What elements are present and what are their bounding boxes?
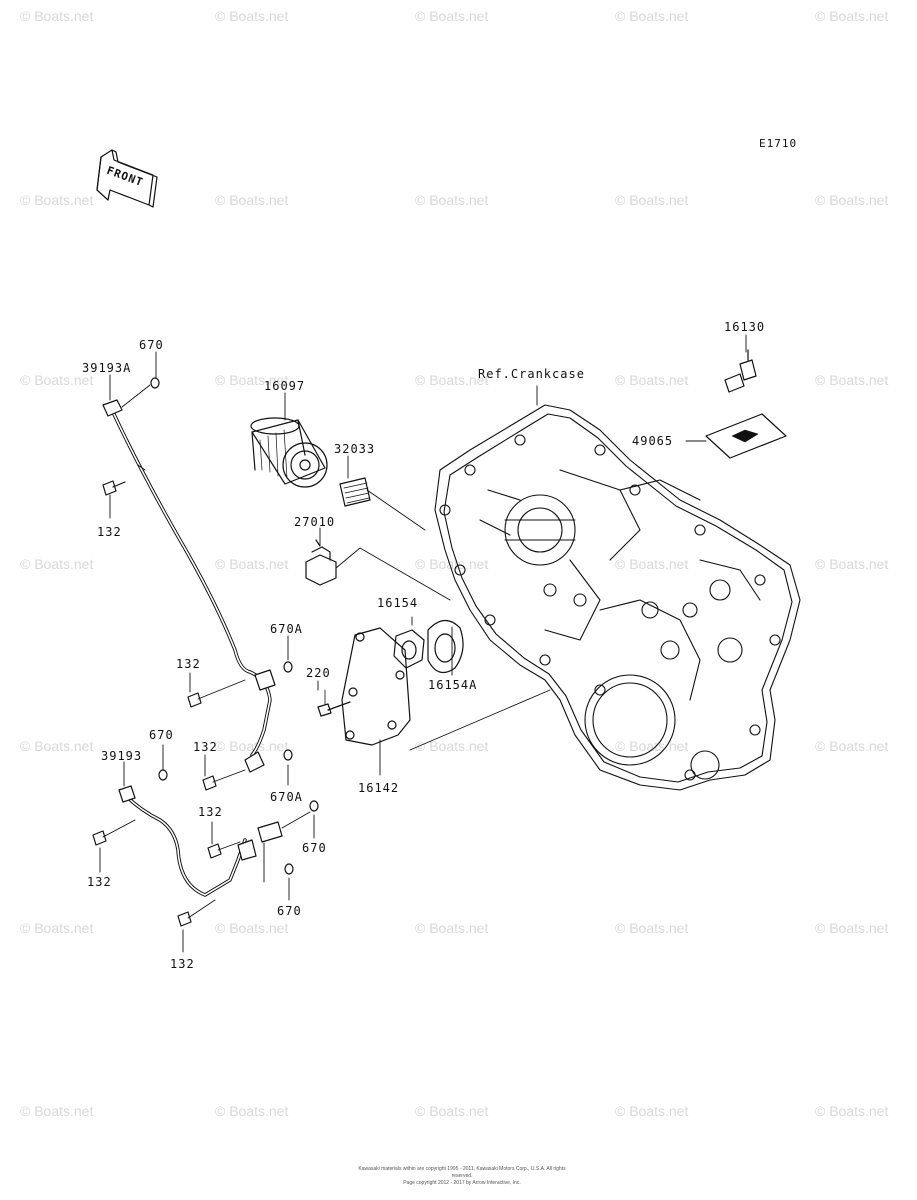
copyright-line: Kawasaki materials within are copyright … xyxy=(358,1166,566,1179)
part-label-16142[interactable]: 16142 xyxy=(358,781,400,795)
watermark: © Boats.net xyxy=(215,372,289,388)
part-label-670[interactable]: 670 xyxy=(277,904,302,918)
part-label-132[interactable]: 132 xyxy=(97,525,122,539)
diagram-code: E1710 xyxy=(759,137,798,150)
watermark: © Boats.net xyxy=(415,1103,489,1119)
watermark: © Boats.net xyxy=(615,192,689,208)
watermark: © Boats.net xyxy=(815,738,889,754)
part-label-670[interactable]: 670 xyxy=(139,338,164,352)
watermark: © Boats.net xyxy=(20,8,94,24)
crankcase-drawing xyxy=(434,404,801,791)
leader-lines xyxy=(99,334,747,953)
watermark: © Boats.net xyxy=(20,372,94,388)
watermark: © Boats.net xyxy=(815,920,889,936)
watermark: © Boats.net xyxy=(20,738,94,754)
part-label-16154a[interactable]: 16154A xyxy=(428,678,478,692)
watermark: © Boats.net xyxy=(20,556,94,572)
watermark: © Boats.net xyxy=(615,556,689,572)
relief-valve-drawing xyxy=(339,477,426,531)
watermark: © Boats.net xyxy=(815,372,889,388)
watermark: © Boats.net xyxy=(20,192,94,208)
part-label-132[interactable]: 132 xyxy=(170,957,195,971)
part-label-39193[interactable]: 39193 xyxy=(101,749,143,763)
part-label-132[interactable]: 132 xyxy=(193,740,218,754)
watermark: © Boats.net xyxy=(815,1103,889,1119)
part-label-132[interactable]: 132 xyxy=(176,657,201,671)
watermark: © Boats.net xyxy=(215,556,289,572)
part-label-220[interactable]: 220 xyxy=(306,666,331,680)
part-label-49065[interactable]: 49065 xyxy=(632,434,674,448)
watermark: © Boats.net xyxy=(215,920,289,936)
watermark: © Boats.net xyxy=(815,8,889,24)
part-label-670a[interactable]: 670A xyxy=(270,622,303,636)
watermark: © Boats.net xyxy=(20,920,94,936)
watermark: © Boats.net xyxy=(615,8,689,24)
ref-crankcase-label: Ref.Crankcase xyxy=(478,367,585,381)
part-label-39193a[interactable]: 39193A xyxy=(82,361,132,375)
watermark: © Boats.net xyxy=(215,192,289,208)
watermark: © Boats.net xyxy=(415,920,489,936)
part-label-670[interactable]: 670 xyxy=(149,728,174,742)
bolt-220-drawing xyxy=(317,689,351,717)
watermark: © Boats.net xyxy=(415,192,489,208)
part-label-670[interactable]: 670 xyxy=(302,841,327,855)
sensor-16130-drawing xyxy=(724,349,757,393)
watermark: © Boats.net xyxy=(815,192,889,208)
bolt-132-drawings xyxy=(92,480,246,927)
copyright-line: Page copyright 2012 - 2017 by Arrow Inte… xyxy=(403,1180,521,1186)
label-plate-drawing xyxy=(685,413,787,459)
watermark: © Boats.net xyxy=(415,372,489,388)
watermark: © Boats.net xyxy=(615,738,689,754)
part-label-16130[interactable]: 16130 xyxy=(724,320,766,334)
oil-pressure-switch-drawing xyxy=(305,539,451,601)
part-label-27010[interactable]: 27010 xyxy=(294,515,336,529)
watermark: © Boats.net xyxy=(215,1103,289,1119)
part-label-670a[interactable]: 670A xyxy=(270,790,303,804)
watermark: © Boats.net xyxy=(415,556,489,572)
oil-pump-cover-drawing xyxy=(341,627,551,776)
part-label-16154[interactable]: 16154 xyxy=(377,596,419,610)
watermark: © Boats.net xyxy=(215,738,289,754)
watermark: © Boats.net xyxy=(215,8,289,24)
oil-pump-rotor-drawing xyxy=(393,616,464,676)
watermark: © Boats.net xyxy=(415,738,489,754)
watermark: © Boats.net xyxy=(615,1103,689,1119)
watermark: © Boats.net xyxy=(20,1103,94,1119)
part-label-132[interactable]: 132 xyxy=(198,805,223,819)
oil-pipe-lower-drawing xyxy=(118,785,311,897)
part-label-32033[interactable]: 32033 xyxy=(334,442,376,456)
oil-filter-drawing xyxy=(250,417,328,488)
watermark: © Boats.net xyxy=(615,372,689,388)
watermark: © Boats.net xyxy=(615,920,689,936)
oil-pipe-upper-drawing xyxy=(102,384,276,773)
watermark: © Boats.net xyxy=(815,556,889,572)
front-arrow-icon xyxy=(96,149,158,208)
part-label-16097[interactable]: 16097 xyxy=(264,379,306,393)
copyright-notice: Kawasaki materials within are copyright … xyxy=(352,1166,572,1187)
watermark: © Boats.net xyxy=(415,8,489,24)
part-label-132[interactable]: 132 xyxy=(87,875,112,889)
